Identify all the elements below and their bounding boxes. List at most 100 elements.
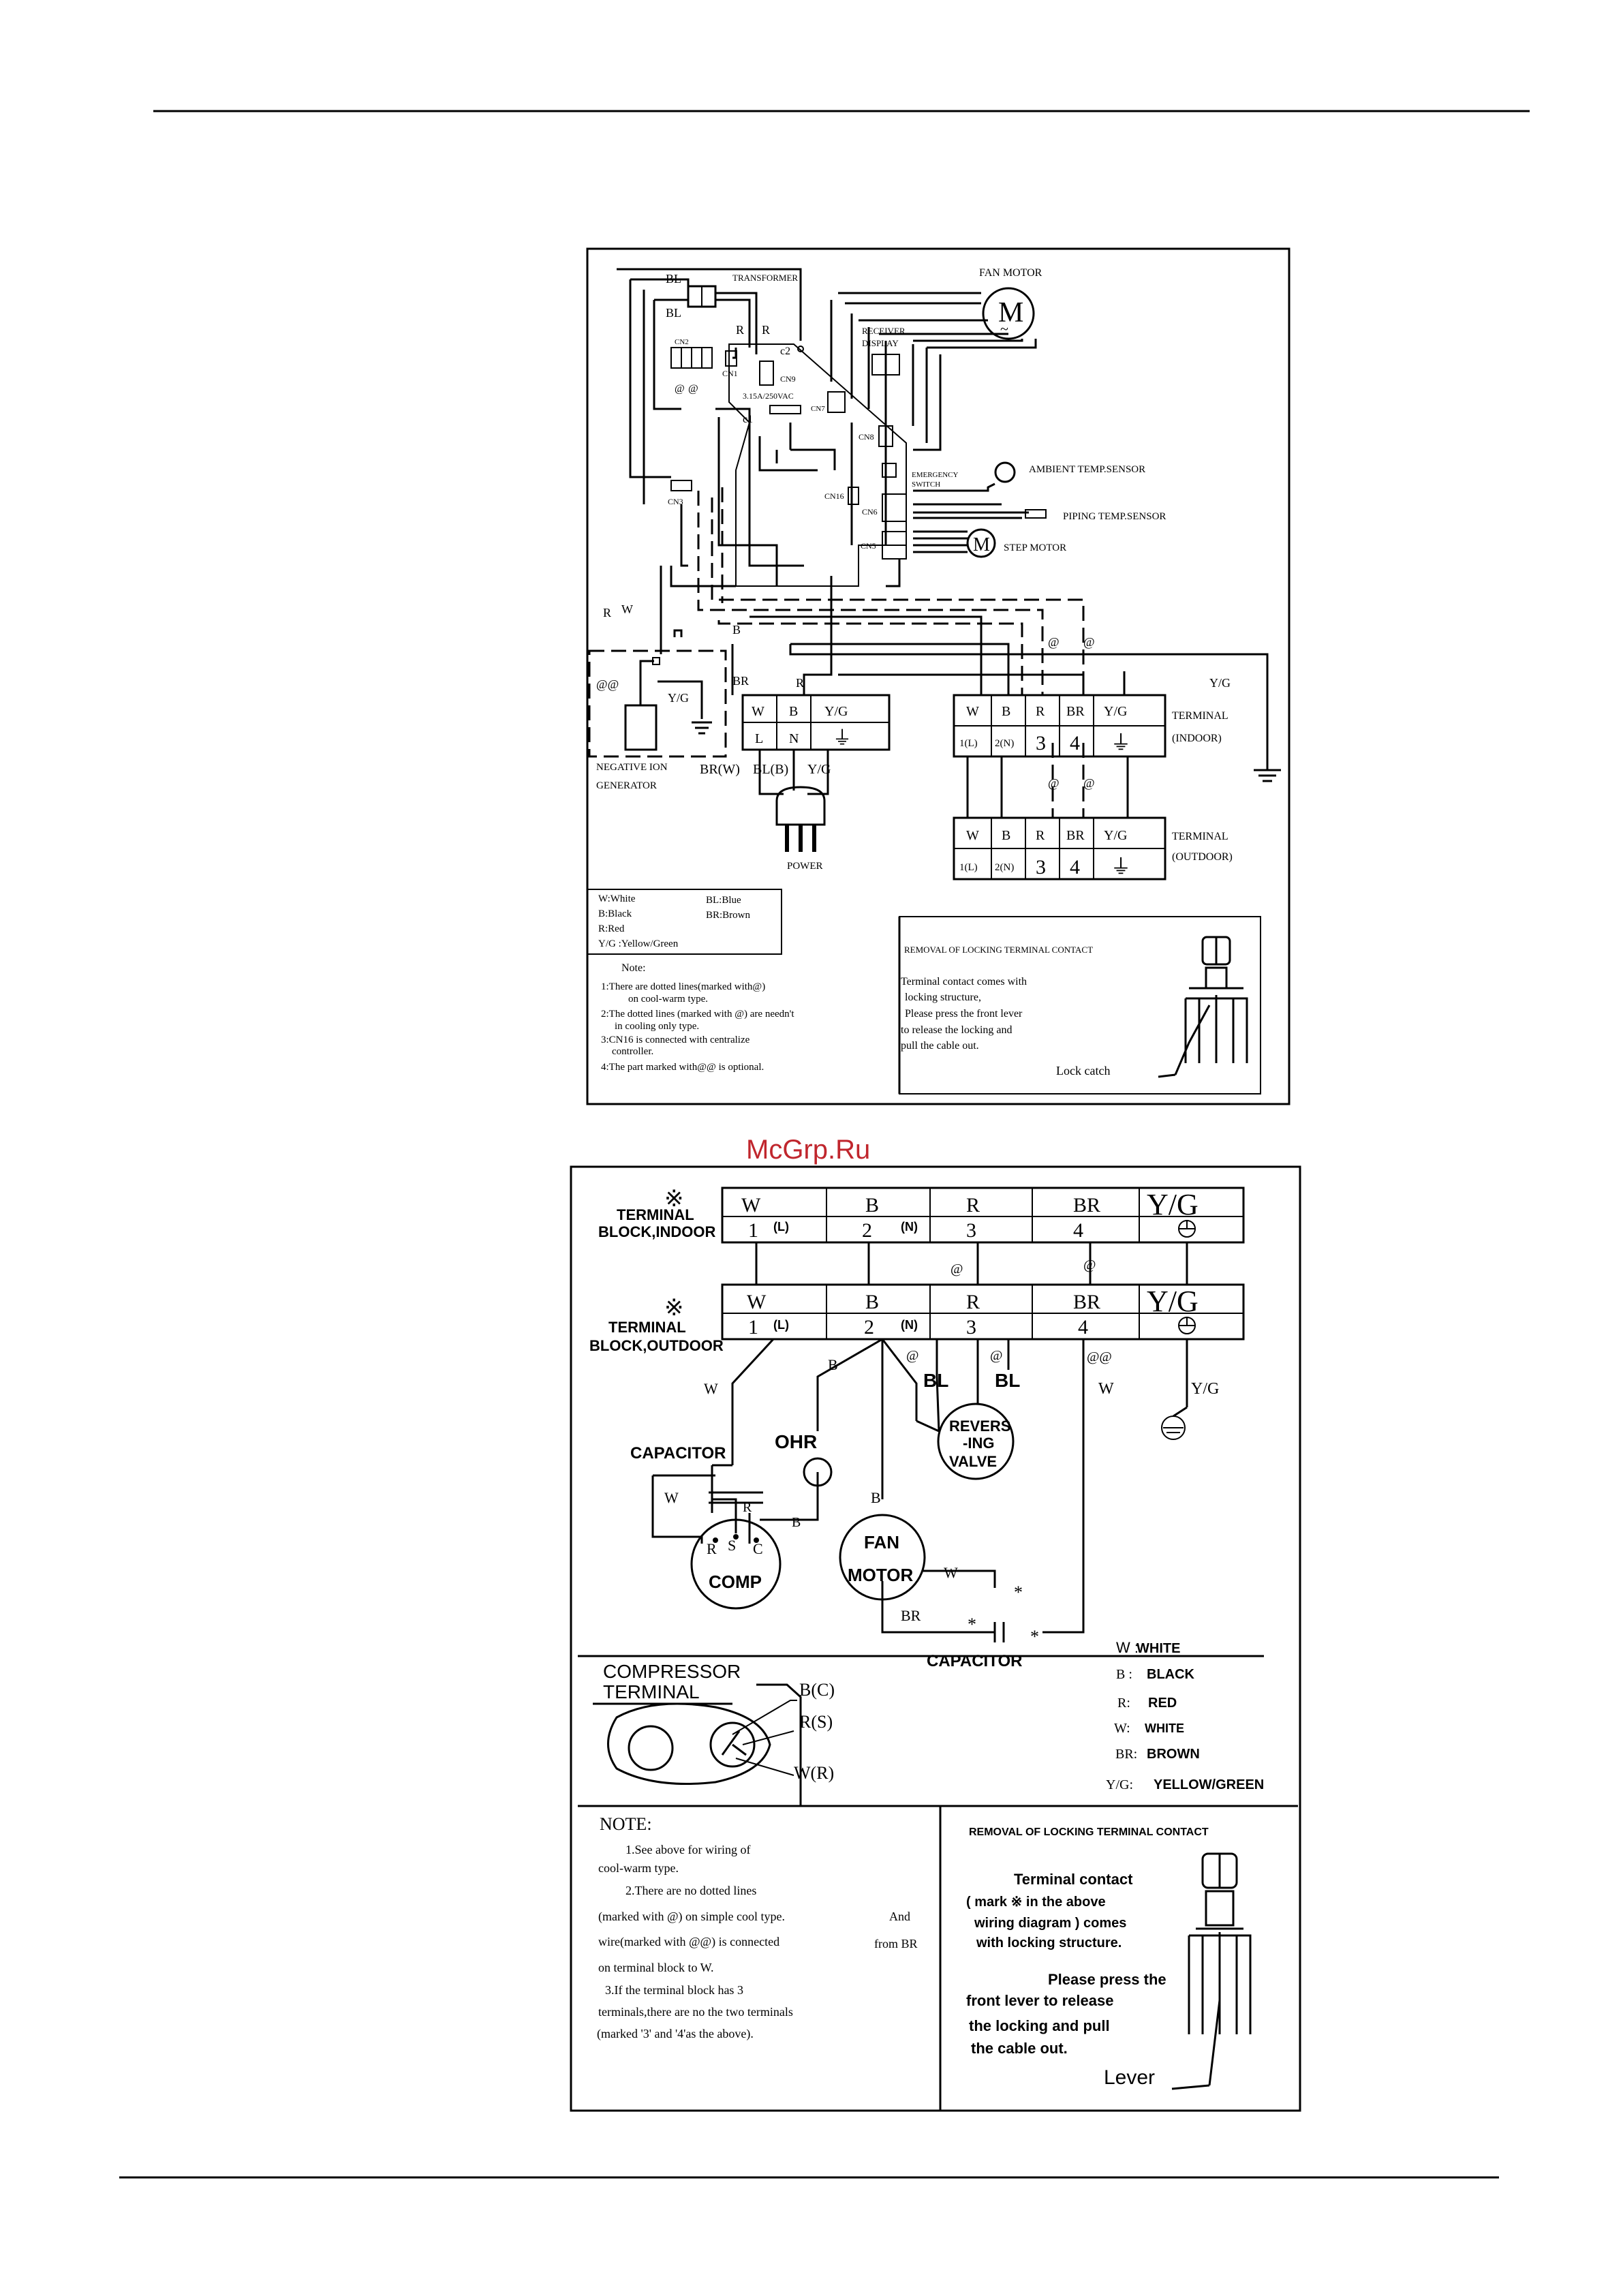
svg-text:@: @ (1083, 1257, 1096, 1272)
svg-text:R:Red: R:Red (598, 923, 625, 934)
svg-text:VALVE: VALVE (949, 1453, 997, 1470)
svg-text:COMPRESSOR: COMPRESSOR (603, 1661, 741, 1682)
svg-text:※: ※ (664, 1296, 684, 1321)
outdoor-removal-box: REMOVAL OF LOCKING TERMINAL CONTACT Term… (966, 1826, 1252, 2090)
svg-text:c1: c1 (743, 414, 753, 425)
svg-text:on cool-warm type.: on cool-warm type. (628, 994, 708, 1005)
receiver-display-connector (871, 354, 900, 376)
svg-text:CN7: CN7 (811, 405, 825, 413)
svg-text:R: R (743, 1500, 752, 1515)
svg-text:4: 4 (1070, 856, 1080, 878)
svg-text:B: B (792, 1515, 801, 1530)
terminal-outdoor-label: TERMINAL (1172, 831, 1228, 842)
ohr-icon (803, 1457, 833, 1487)
svg-text:2:The dotted lines (marked wit: 2:The dotted lines (marked with @) are n… (601, 1009, 794, 1020)
svg-text:R: R (966, 1194, 980, 1216)
svg-text:Y/G: Y/G (1147, 1285, 1199, 1318)
svg-text:B: B (1002, 828, 1010, 843)
fan-motor-label: FAN MOTOR (979, 267, 1042, 279)
svg-text:BL:Blue: BL:Blue (706, 895, 741, 906)
terminal-block-outdoor-label: TERMINAL (608, 1319, 686, 1336)
svg-text:BLOCK,OUTDOOR: BLOCK,OUTDOOR (589, 1337, 724, 1354)
svg-text:Y/G:: Y/G: (1106, 1777, 1133, 1792)
svg-text:W: W (704, 1380, 718, 1397)
cn8-connector (878, 425, 893, 447)
power-terminal-block: W B Y/G L N ⏚ (741, 694, 891, 751)
outdoor-diagram-outdoor-terminal-block: W B R BR Y/G 1 (L) 2 (N) 3 4 (721, 1283, 1245, 1341)
svg-text:M: M (973, 534, 990, 555)
ohr-label: OHR (775, 1431, 817, 1452)
svg-text:BROWN: BROWN (1147, 1747, 1200, 1762)
svg-text:CN16: CN16 (824, 491, 844, 501)
svg-text:3: 3 (966, 1219, 976, 1242)
svg-text:wiring diagram ) comes: wiring diagram ) comes (974, 1916, 1126, 1931)
svg-text:*: * (1014, 1582, 1023, 1602)
svg-text:1(L): 1(L) (959, 738, 978, 749)
lever-illustration (1171, 1852, 1252, 2090)
svg-text:B: B (789, 704, 798, 719)
svg-text:R: R (736, 323, 744, 337)
svg-text:B: B (732, 623, 741, 637)
svg-text:W: W (621, 602, 633, 616)
svg-text:CN3: CN3 (668, 497, 683, 506)
svg-text:B :: B : (1116, 1667, 1132, 1682)
svg-text:(marked with @) on simple cool: (marked with @) on simple cool type. (598, 1910, 785, 1924)
svg-text:Y/G :Yellow/Green: Y/G :Yellow/Green (598, 938, 679, 949)
svg-text:BL: BL (995, 1370, 1020, 1391)
svg-text:CN5: CN5 (861, 541, 876, 551)
svg-text:WHITE: WHITE (1137, 1641, 1180, 1656)
svg-text:3.15A/250VAC: 3.15A/250VAC (743, 391, 794, 401)
svg-text:※: ※ (664, 1187, 684, 1212)
negative-ion-generator-box (588, 649, 727, 758)
svg-text:locking structure,: locking structure, (905, 992, 981, 1003)
svg-text:the locking and pull: the locking and pull (969, 2017, 1110, 2034)
svg-text:2: 2 (862, 1219, 872, 1242)
svg-text:@@: @@ (596, 677, 619, 691)
piping-temp-sensor-icon (1025, 509, 1047, 519)
negative-ion-label: NEGATIVE ION (596, 762, 668, 773)
svg-text:W: W (747, 1291, 767, 1313)
svg-text:(L): (L) (773, 1220, 789, 1234)
svg-text:BL(B): BL(B) (753, 762, 788, 777)
svg-text:(N): (N) (901, 1220, 918, 1234)
cn16-connector (848, 487, 859, 505)
svg-text:Note:: Note: (621, 962, 646, 974)
svg-text:MOTOR: MOTOR (848, 1565, 914, 1585)
outdoor-diagram-indoor-terminal-block: W B R BR Y/G 1 (L) 2 (N) 3 4 (721, 1187, 1245, 1244)
svg-text:from BR: from BR (874, 1937, 918, 1950)
svg-text:NOTE:: NOTE: (600, 1814, 652, 1834)
svg-text:wire(marked with @@) is conne: wire(marked with @@) is connected (598, 1935, 779, 1949)
svg-text:BLOCK,INDOOR: BLOCK,INDOOR (598, 1223, 715, 1240)
outdoor-terminal-block-indoor-diagram: W B R BR Y/G 1(L) 2(N) 3 4 ⏚ (953, 816, 1166, 881)
svg-text:BR(W): BR(W) (700, 762, 740, 777)
svg-text:BR: BR (732, 674, 749, 688)
svg-text:@: @ (1048, 635, 1060, 649)
svg-text:to release the locking and: to release the locking and (901, 1024, 1013, 1036)
svg-text:2.There are no dotted lines: 2.There are no dotted lines (625, 1884, 756, 1897)
svg-text:2(N): 2(N) (995, 738, 1014, 749)
svg-text:-ING: -ING (963, 1435, 994, 1452)
receiver-display-label: RECEIVER (862, 326, 906, 336)
svg-text:Terminal contact: Terminal contact (1014, 1871, 1133, 1888)
svg-text:R: R (762, 323, 770, 337)
svg-text:W: W (741, 1194, 761, 1216)
svg-text:1:There are dotted lines(marke: 1:There are dotted lines(marked with@) (601, 981, 765, 992)
step-motor-label: STEP MOTOR (1004, 542, 1066, 553)
svg-text:1.See above for wiring of: 1.See above for wiring of (625, 1843, 750, 1856)
terminal-block-indoor-label: TERMINAL (617, 1206, 694, 1223)
svg-text:FAN: FAN (864, 1532, 899, 1552)
outdoor-notes: NOTE: 1.See above for wiring of cool-war… (597, 1814, 918, 2041)
svg-text:Y/G: Y/G (1191, 1380, 1219, 1398)
svg-text:BL: BL (923, 1370, 948, 1391)
cn9-connector (759, 361, 774, 386)
svg-text:C: C (753, 1540, 763, 1557)
svg-text:2(N): 2(N) (995, 862, 1014, 873)
svg-text:CN6: CN6 (862, 507, 878, 517)
lever-label: Lever (1104, 2066, 1155, 2089)
svg-text:COMP: COMP (709, 1572, 762, 1592)
svg-text:front lever to release: front lever to release (966, 1992, 1113, 2009)
svg-text:B(C): B(C) (799, 1680, 835, 1700)
svg-text:(N): (N) (901, 1318, 918, 1332)
svg-text:@: @ (950, 1261, 963, 1276)
svg-text:R: R (603, 606, 611, 619)
